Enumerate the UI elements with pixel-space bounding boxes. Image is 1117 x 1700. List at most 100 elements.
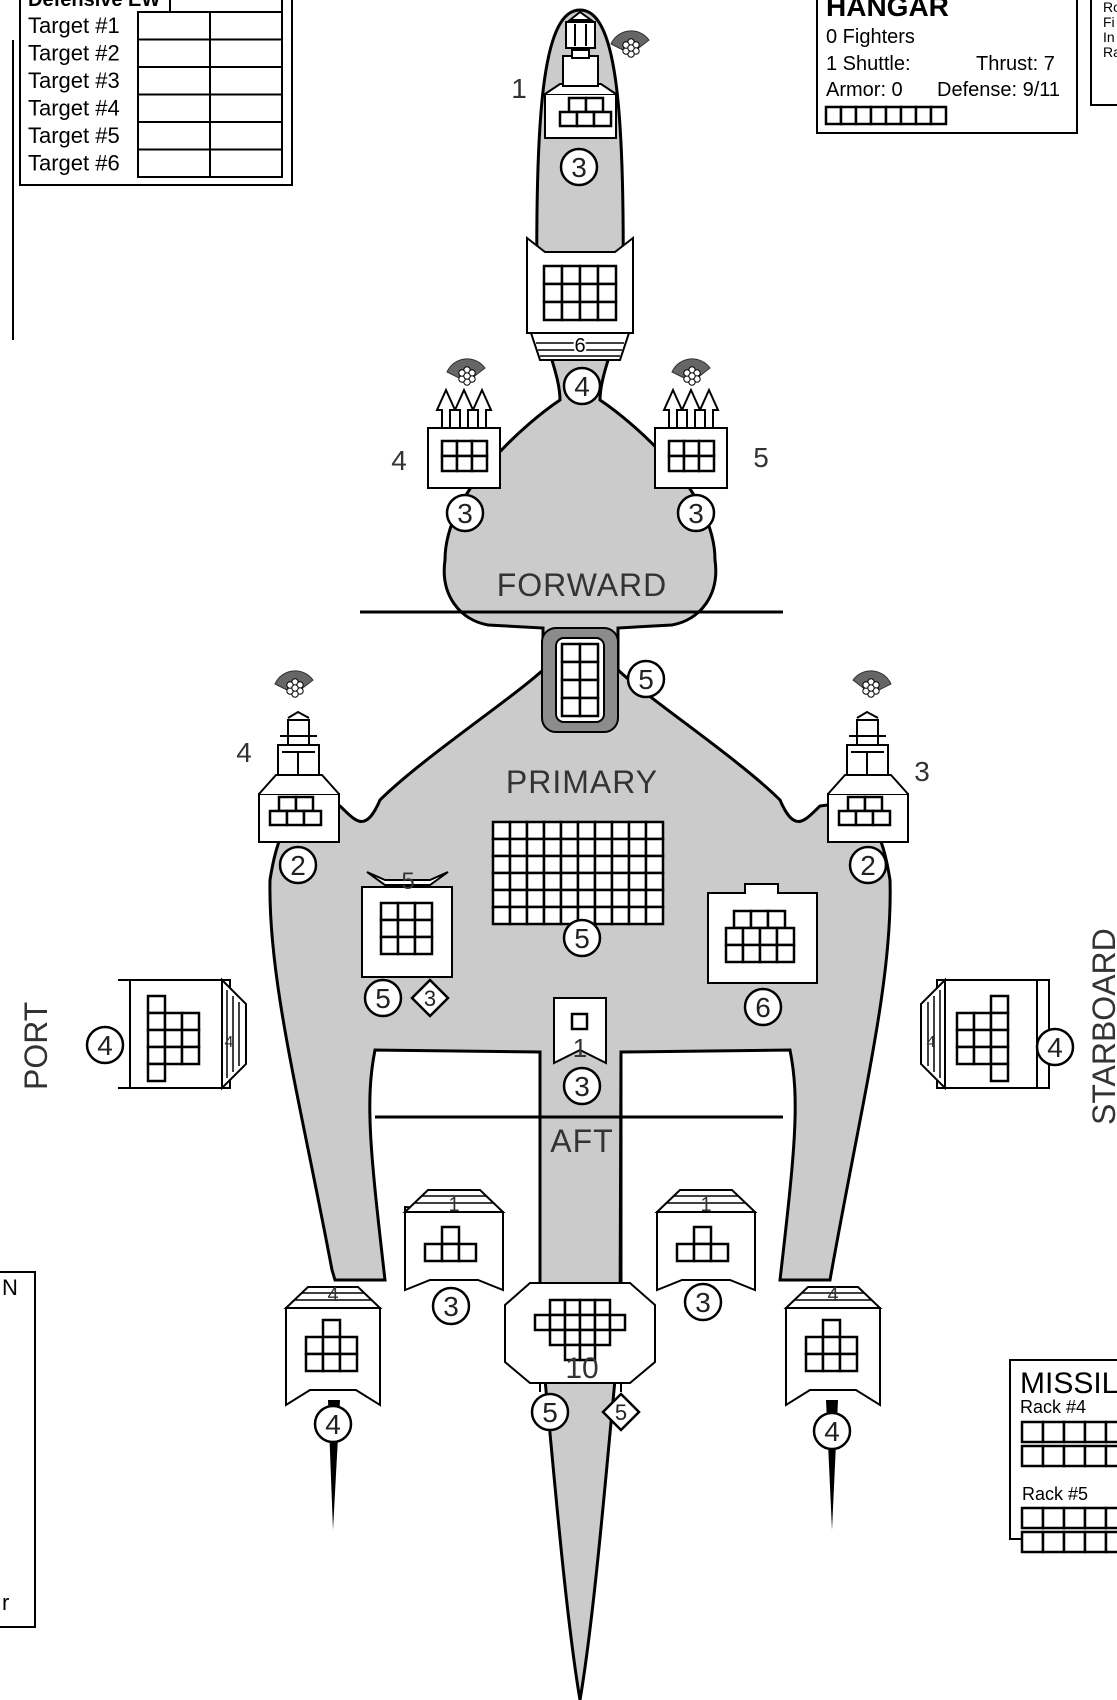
damage-box[interactable] <box>542 820 563 841</box>
damage-box[interactable] <box>525 837 546 858</box>
damage-box[interactable] <box>667 454 686 473</box>
damage-box[interactable] <box>692 1242 713 1263</box>
aft-right-system[interactable]: 1 <box>654 1189 758 1292</box>
damage-box[interactable] <box>758 943 779 964</box>
damage-box[interactable] <box>533 1313 552 1332</box>
missile-box-cell[interactable] <box>1020 1530 1045 1554</box>
ew-cell[interactable] <box>137 148 211 178</box>
damage-box[interactable] <box>627 854 648 875</box>
damage-box[interactable] <box>749 909 770 930</box>
mid-starboard-weapon[interactable] <box>827 710 909 843</box>
damage-box[interactable] <box>440 1225 461 1246</box>
damage-box[interactable] <box>302 809 323 827</box>
damage-box[interactable] <box>578 696 600 718</box>
damage-box[interactable] <box>610 871 631 892</box>
damage-box[interactable] <box>596 264 618 286</box>
fwd-port-weapon[interactable] <box>427 387 501 489</box>
damage-box[interactable] <box>180 1045 201 1066</box>
damage-box[interactable] <box>379 935 400 956</box>
ew-cell[interactable] <box>137 66 211 96</box>
damage-box[interactable] <box>563 1328 582 1347</box>
damage-box[interactable] <box>838 1335 859 1356</box>
damage-box[interactable] <box>559 854 580 875</box>
damage-box[interactable] <box>610 905 631 926</box>
forward-main-system[interactable]: 6 <box>526 235 634 361</box>
shuttle-box[interactable] <box>869 105 888 126</box>
damage-box[interactable] <box>838 1352 859 1373</box>
damage-box[interactable] <box>627 820 648 841</box>
damage-box[interactable] <box>972 1028 993 1049</box>
damage-box[interactable] <box>321 1352 342 1373</box>
damage-box[interactable] <box>560 282 582 304</box>
damage-box[interactable] <box>644 905 665 926</box>
damage-box[interactable] <box>697 454 716 473</box>
damage-box[interactable] <box>542 282 564 304</box>
damage-box[interactable] <box>146 1028 167 1049</box>
damage-box[interactable] <box>338 1352 359 1373</box>
damage-box[interactable] <box>470 454 489 473</box>
damage-box[interactable] <box>548 1298 567 1317</box>
damage-box[interactable] <box>578 300 600 322</box>
damage-box[interactable] <box>440 439 459 458</box>
shuttle-box[interactable] <box>839 105 858 126</box>
damage-box[interactable] <box>508 888 529 909</box>
damage-box[interactable] <box>596 300 618 322</box>
damage-box[interactable] <box>558 110 579 128</box>
starboard-side-system[interactable]: 4 <box>920 977 1050 1091</box>
missile-box-cell[interactable] <box>1020 1444 1045 1468</box>
damage-box[interactable] <box>508 905 529 926</box>
ew-cell[interactable] <box>209 38 283 68</box>
missile-box-cell[interactable] <box>1020 1506 1045 1530</box>
damage-box[interactable] <box>396 935 417 956</box>
damage-box[interactable] <box>989 1011 1010 1032</box>
damage-box[interactable] <box>593 837 614 858</box>
damage-box[interactable] <box>470 439 489 458</box>
damage-box[interactable] <box>610 854 631 875</box>
damage-box[interactable] <box>321 1335 342 1356</box>
damage-box[interactable] <box>578 1343 597 1362</box>
damage-box[interactable] <box>821 1352 842 1373</box>
damage-box[interactable] <box>576 888 597 909</box>
damage-box[interactable] <box>180 1011 201 1032</box>
damage-box[interactable] <box>525 871 546 892</box>
ew-cell[interactable] <box>137 93 211 123</box>
damage-box[interactable] <box>491 837 512 858</box>
damage-box[interactable] <box>955 1028 976 1049</box>
damage-box[interactable] <box>525 820 546 841</box>
damage-box[interactable] <box>644 871 665 892</box>
damage-box[interactable] <box>542 871 563 892</box>
damage-box[interactable] <box>741 943 762 964</box>
damage-box[interactable] <box>576 854 597 875</box>
damage-box[interactable] <box>559 888 580 909</box>
damage-box[interactable] <box>972 1045 993 1066</box>
damage-box[interactable] <box>163 1011 184 1032</box>
damage-box[interactable] <box>682 454 701 473</box>
damage-box[interactable] <box>559 871 580 892</box>
damage-box[interactable] <box>146 994 167 1015</box>
damage-box[interactable] <box>644 837 665 858</box>
damage-box[interactable] <box>268 809 289 827</box>
damage-box[interactable] <box>593 888 614 909</box>
damage-box[interactable] <box>955 1011 976 1032</box>
damage-box[interactable] <box>578 264 600 286</box>
damage-box[interactable] <box>491 888 512 909</box>
damage-box[interactable] <box>379 901 400 922</box>
shuttle-box[interactable] <box>899 105 918 126</box>
damage-box[interactable] <box>627 871 648 892</box>
damage-box[interactable] <box>163 1028 184 1049</box>
damage-box[interactable] <box>741 926 762 947</box>
damage-box[interactable] <box>567 96 588 114</box>
damage-box[interactable] <box>989 994 1010 1015</box>
damage-box[interactable] <box>548 1328 567 1347</box>
damage-box[interactable] <box>455 454 474 473</box>
damage-box[interactable] <box>396 901 417 922</box>
damage-box[interactable] <box>304 1335 325 1356</box>
damage-box[interactable] <box>338 1335 359 1356</box>
damage-box[interactable] <box>644 854 665 875</box>
damage-box[interactable] <box>578 678 600 700</box>
damage-box[interactable] <box>423 1242 444 1263</box>
damage-box[interactable] <box>542 264 564 286</box>
ew-cell[interactable] <box>137 121 211 151</box>
damage-box[interactable] <box>578 282 600 304</box>
damage-box[interactable] <box>413 901 434 922</box>
